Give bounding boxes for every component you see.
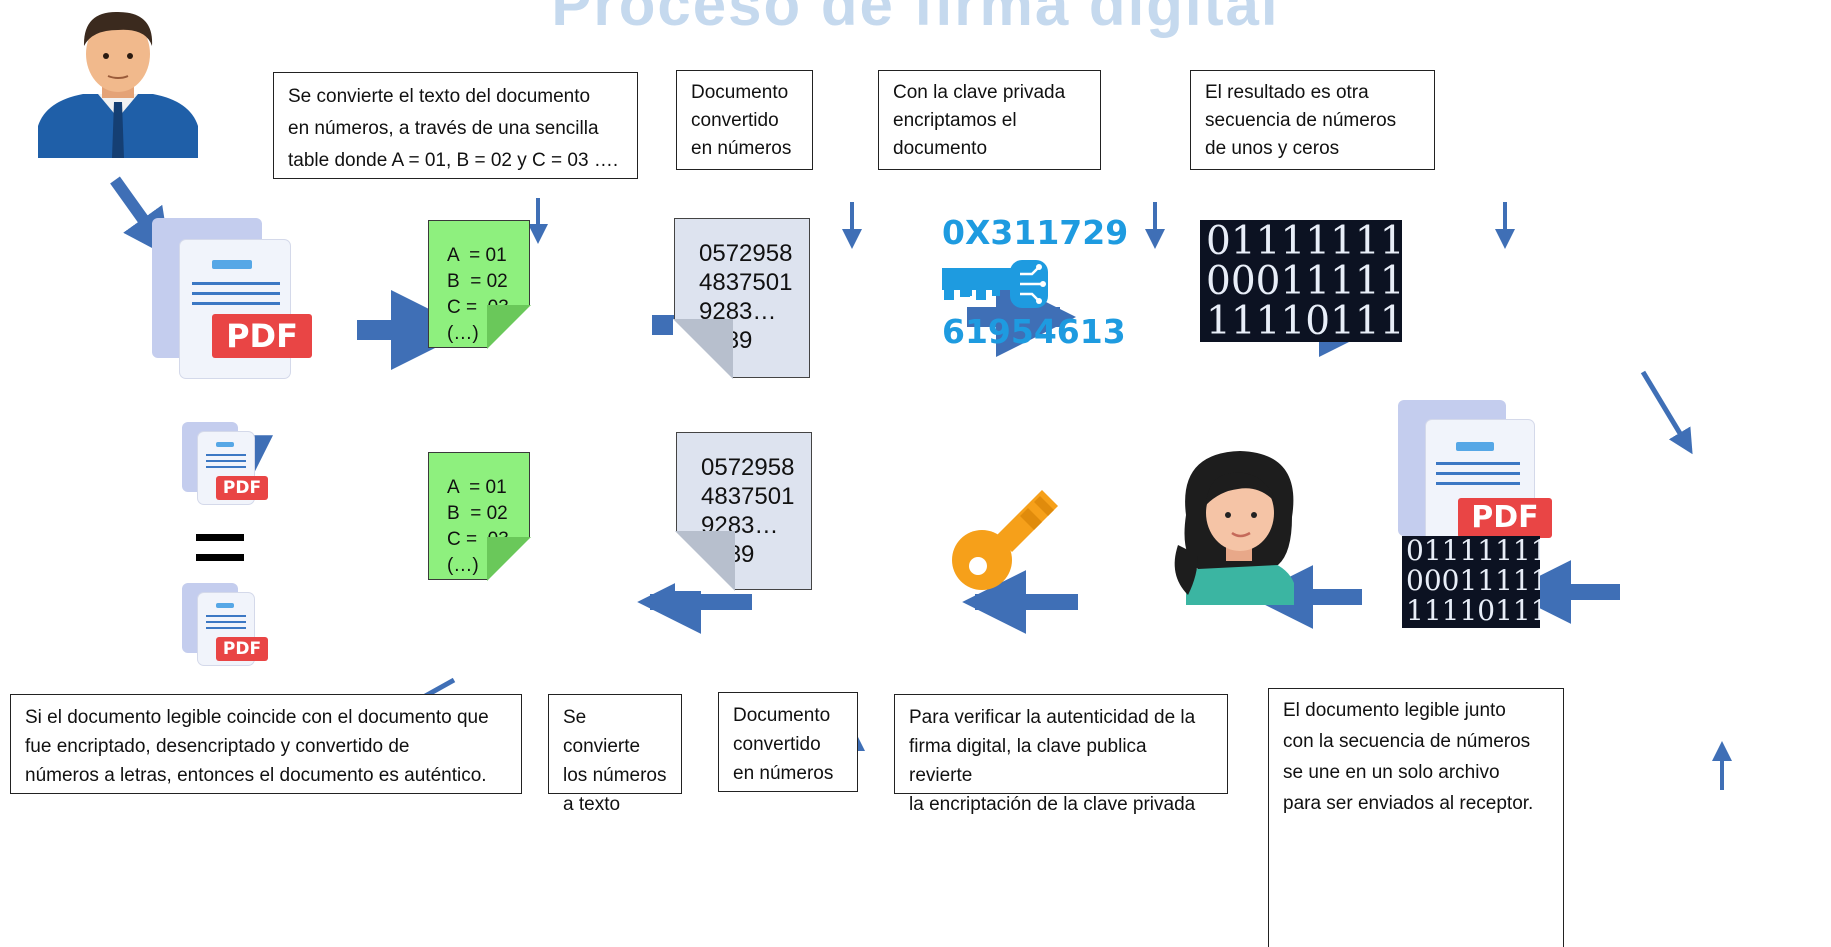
box-line: números a letras, entonces el documento … (25, 765, 487, 786)
sender-person-icon (38, 11, 198, 158)
binary-row: 1111011111 (1406, 594, 1540, 627)
box-to-text: Se convierte los números a texto (548, 694, 682, 815)
pdf-final-document-icon: PDF (1398, 400, 1558, 550)
pdf-badge: PDF (212, 314, 312, 358)
pdf-document-icon: PDF (152, 218, 312, 378)
key-code-bottom: 61954613 (942, 312, 1126, 351)
box-line: documento (893, 138, 988, 159)
binary-row: 0001111110 (1206, 259, 1402, 304)
blue-key-icon (942, 260, 1048, 308)
box-line: en números, a través de una sencilla (288, 118, 599, 139)
box-line: table donde A = 01, B = 02 y C = 03 …. (288, 150, 619, 171)
box-line: a texto (563, 794, 621, 815)
box-line: convertido (691, 110, 779, 131)
box-line: El resultado es otra (1205, 82, 1369, 103)
numbers-page-top: 0572958 4837501 9283… 5789 (673, 218, 810, 379)
pdf-badge: PDF (1458, 498, 1552, 538)
table-note-text: A = 01 B = 02 C = 03 (…) (447, 245, 509, 344)
box-line: convertido (733, 734, 821, 755)
box-line: la encriptación de la clave privada (909, 794, 1196, 815)
box-line: El documento legible junto (1283, 700, 1506, 721)
box-line: con la secuencia de números (1283, 731, 1531, 752)
box-converted-top: Documento convertido en números (676, 70, 813, 170)
box-match: Si el documento legible coincide con el … (10, 694, 522, 794)
box-line: en números (733, 763, 834, 784)
box-line: Con la clave privada (893, 82, 1066, 103)
arrow-binary-to-final-doc (1640, 370, 1693, 455)
box-line: de unos y ceros (1205, 138, 1340, 159)
page-fold (675, 531, 735, 591)
binary-row: 0001111110 (1406, 564, 1540, 597)
box-line: encriptamos el (893, 110, 1017, 131)
box-converted-bottom: Documento convertido en números (718, 692, 858, 792)
key-code-top: 0X311729 (942, 213, 1129, 252)
box-line: Documento (733, 705, 831, 726)
numbers-page-bottom: 0572958 4837501 9283… 5789 (675, 432, 812, 591)
box-line: Documento (691, 82, 789, 103)
equals-bar-top (196, 534, 244, 541)
box-line: Si el documento legible coincide con el … (25, 707, 489, 728)
box-line: se une en un solo archivo (1283, 762, 1500, 783)
box-line: Para verificar la autenticidad de la (909, 707, 1196, 728)
box-joined: El documento legible junto con la secuen… (1268, 688, 1564, 947)
pdf-small-icon-1: PDF (182, 422, 282, 504)
box-result: El resultado es otra secuencia de número… (1190, 70, 1435, 170)
orange-key-icon (952, 490, 1058, 590)
box-line: los números (563, 765, 667, 786)
box-line: Se convierte el texto del documento (288, 86, 591, 107)
diagram-title: Proceso de firma digital (551, 0, 1280, 38)
box-line: fue encriptado, desencriptado y converti… (25, 736, 410, 757)
box-line: para ser enviados al receptor. (1283, 793, 1534, 814)
page-fold (673, 319, 733, 379)
note-fold (487, 537, 531, 581)
binary-row: 1111011111 (1206, 299, 1402, 342)
box-line: secuencia de números (1205, 110, 1397, 131)
box-verify: Para verificar la autenticidad de la fir… (894, 694, 1228, 815)
box-private-key: Con la clave privada encriptamos el docu… (878, 70, 1101, 170)
pdf-badge: PDF (216, 476, 268, 500)
pdf-badge: PDF (216, 637, 268, 661)
note-fold (487, 305, 531, 349)
pdf-small-icon-2: PDF (182, 583, 282, 665)
box-line: en números (691, 138, 792, 159)
receiver-person-icon (1174, 451, 1294, 605)
equals-bar-bottom (196, 554, 244, 561)
table-note-bottom: A = 01 B = 02 C = 03 (…) (428, 452, 531, 581)
table-note-top: A = 01 B = 02 C = 03 (…) (428, 220, 531, 349)
box-line: Se convierte (563, 707, 641, 757)
box-line: firma digital, la clave publica revierte (909, 736, 1147, 786)
box-conversion: Se convierte el texto del documento en n… (273, 72, 638, 179)
